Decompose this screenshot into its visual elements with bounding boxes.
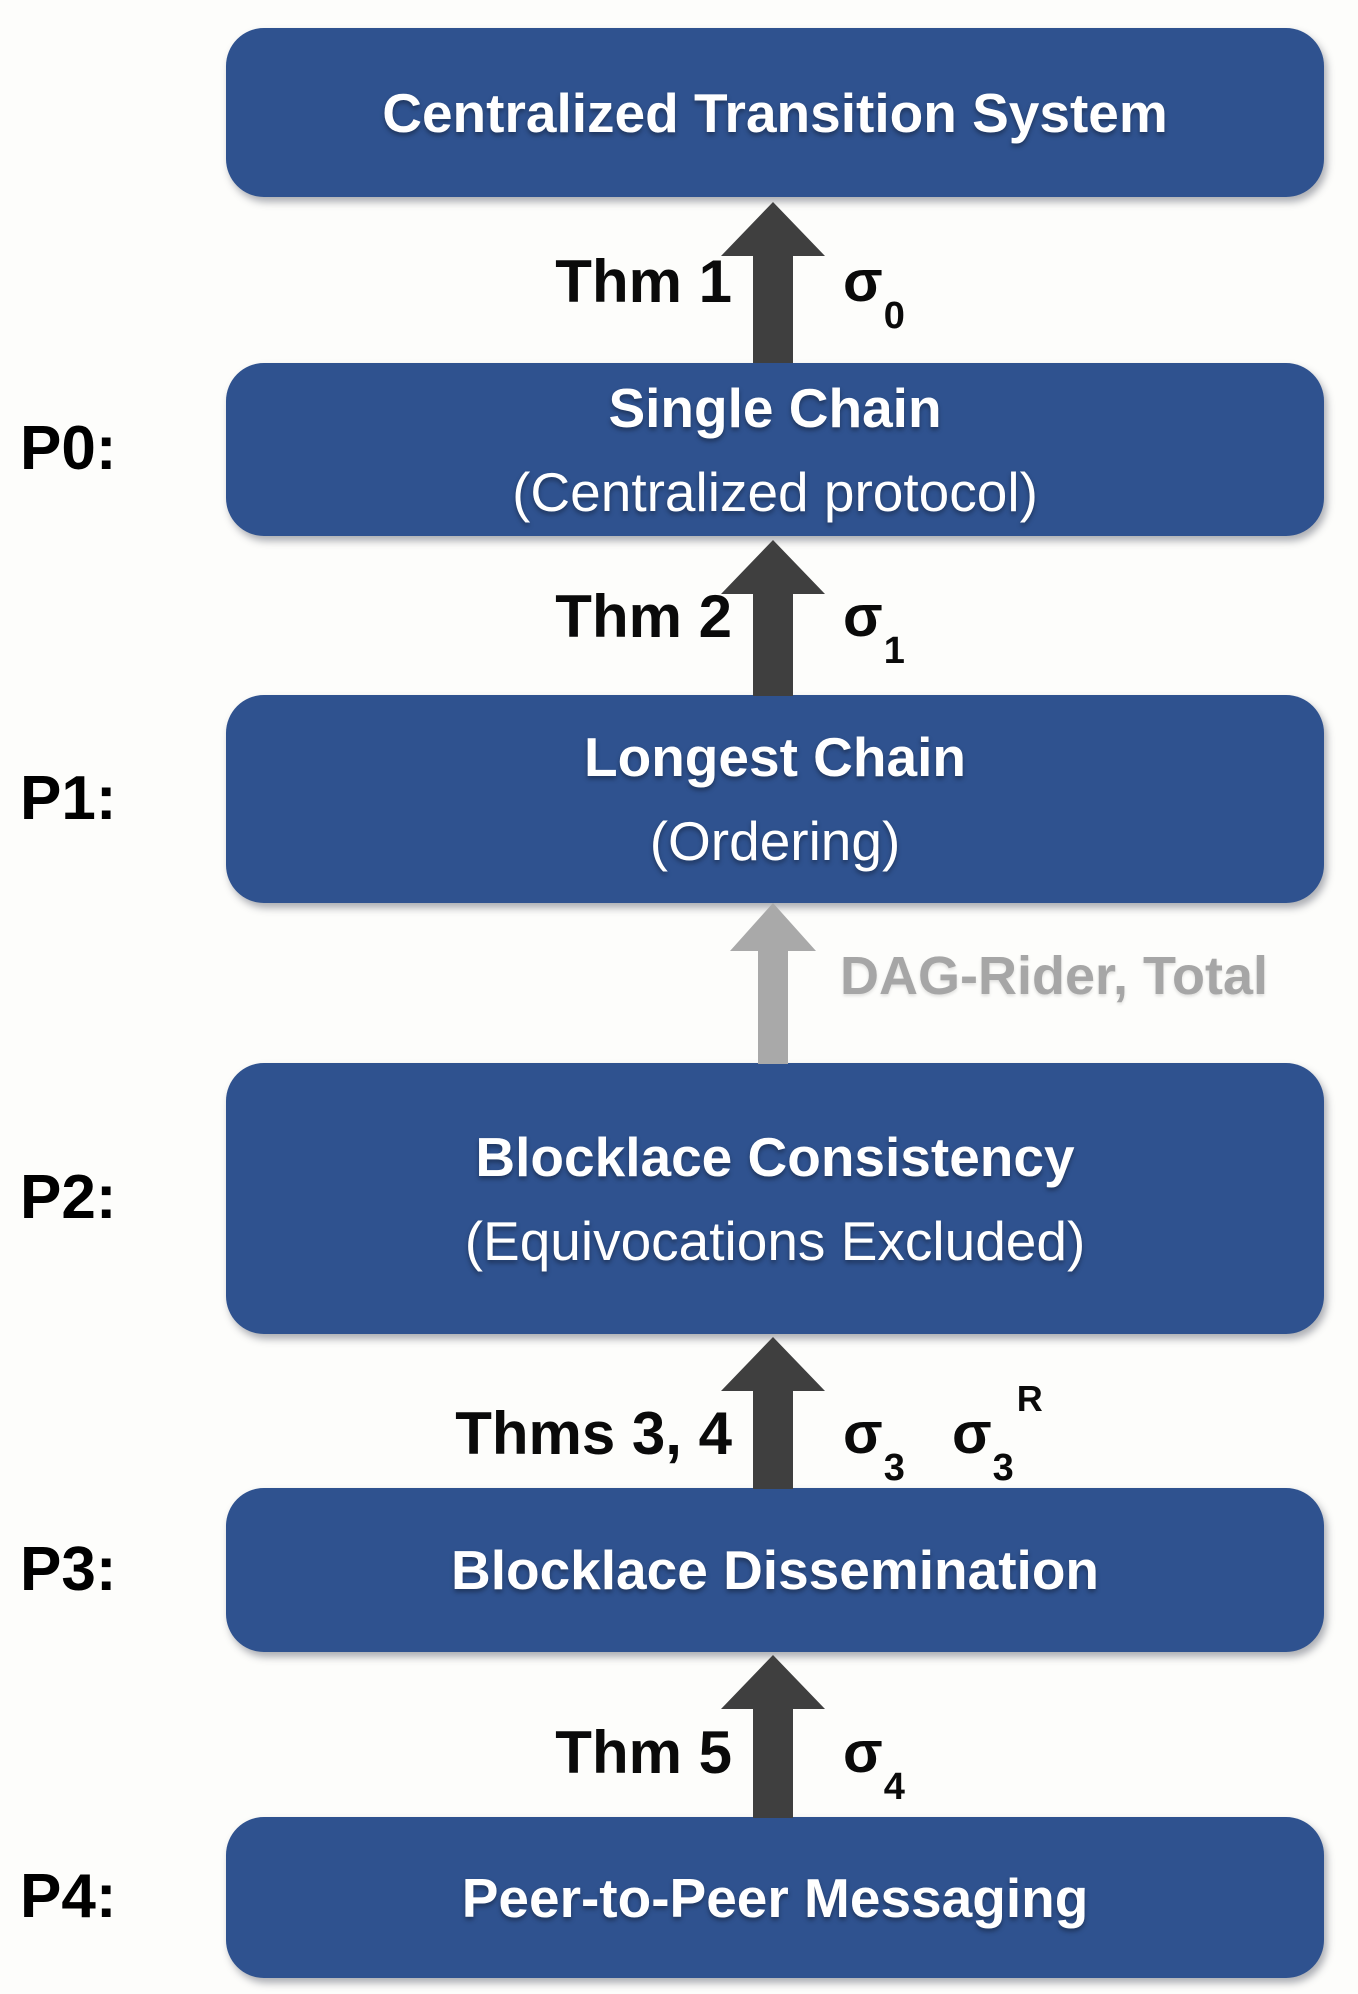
- box-title: Blocklace Consistency: [475, 1125, 1075, 1188]
- sigma0-label: σ0: [843, 247, 905, 337]
- box-blocklace-dissemination: Blocklace Dissemination: [226, 1488, 1324, 1652]
- level-label-p2: P2:: [20, 1163, 117, 1232]
- thm1-label: Thm 1: [555, 248, 732, 315]
- sigma-symbol: σ4: [843, 1720, 905, 1808]
- level-label-p0: P0:: [20, 414, 117, 483]
- level-label-p4: P4:: [20, 1862, 117, 1931]
- sigma1-label: σ1: [843, 582, 905, 672]
- arrow-shaft: [758, 951, 788, 1064]
- up-arrow-thm2: [721, 540, 825, 696]
- sigma-symbol: σ0: [843, 249, 905, 337]
- box-blocklace-consistency: Blocklace Consistency (Equivocations Exc…: [226, 1063, 1324, 1334]
- box-longest-chain: Longest Chain (Ordering): [226, 695, 1324, 903]
- sigma-symbol: σ3: [843, 1401, 905, 1489]
- arrow-head-icon: [721, 540, 825, 594]
- box-single-chain: Single Chain (Centralized protocol): [226, 363, 1324, 536]
- thms34-label: Thms 3, 4: [455, 1400, 732, 1467]
- sigma3-labels: σ3 σ3R: [843, 1377, 1043, 1489]
- arrow-shaft: [753, 1391, 793, 1489]
- box-title: Blocklace Dissemination: [450, 1539, 1100, 1601]
- arrow-shaft: [753, 256, 793, 363]
- arrow-head-icon: [721, 1655, 825, 1709]
- box-peer-to-peer-messaging: Peer-to-Peer Messaging: [226, 1817, 1324, 1978]
- level-label-p1: P1:: [20, 764, 117, 833]
- box-title: Single Chain: [608, 376, 942, 439]
- up-arrow-thm1: [721, 202, 825, 363]
- up-arrow-thm5: [721, 1655, 825, 1818]
- box-centralized-transition-system: Centralized Transition System: [226, 28, 1324, 197]
- level-label-p3: P3:: [20, 1535, 117, 1604]
- box-subtitle: (Equivocations Excluded): [464, 1209, 1086, 1272]
- sigma-symbol: σ1: [843, 584, 905, 672]
- arrow-shaft: [753, 1709, 793, 1818]
- box-title: Longest Chain: [584, 726, 966, 788]
- up-arrow-dag-rider: [730, 903, 816, 1064]
- thm5-label: Thm 5: [555, 1719, 732, 1786]
- box-title: Centralized Transition System: [382, 81, 1168, 144]
- up-arrow-thms34: [721, 1337, 825, 1489]
- arrow-head-icon: [721, 202, 825, 256]
- sigma4-label: σ4: [843, 1718, 905, 1808]
- thm2-label: Thm 2: [555, 583, 732, 650]
- sigma-symbol-superscript-r: σ3R: [951, 1377, 1043, 1489]
- arrow-head-icon: [730, 903, 816, 951]
- box-subtitle: (Centralized protocol): [512, 460, 1038, 523]
- box-subtitle: (Ordering): [649, 810, 901, 872]
- arrow-shaft: [753, 594, 793, 696]
- box-title: Peer-to-Peer Messaging: [461, 1866, 1089, 1929]
- arrow-head-icon: [721, 1337, 825, 1391]
- dag-rider-total-label: DAG-Rider, Total: [840, 946, 1269, 1006]
